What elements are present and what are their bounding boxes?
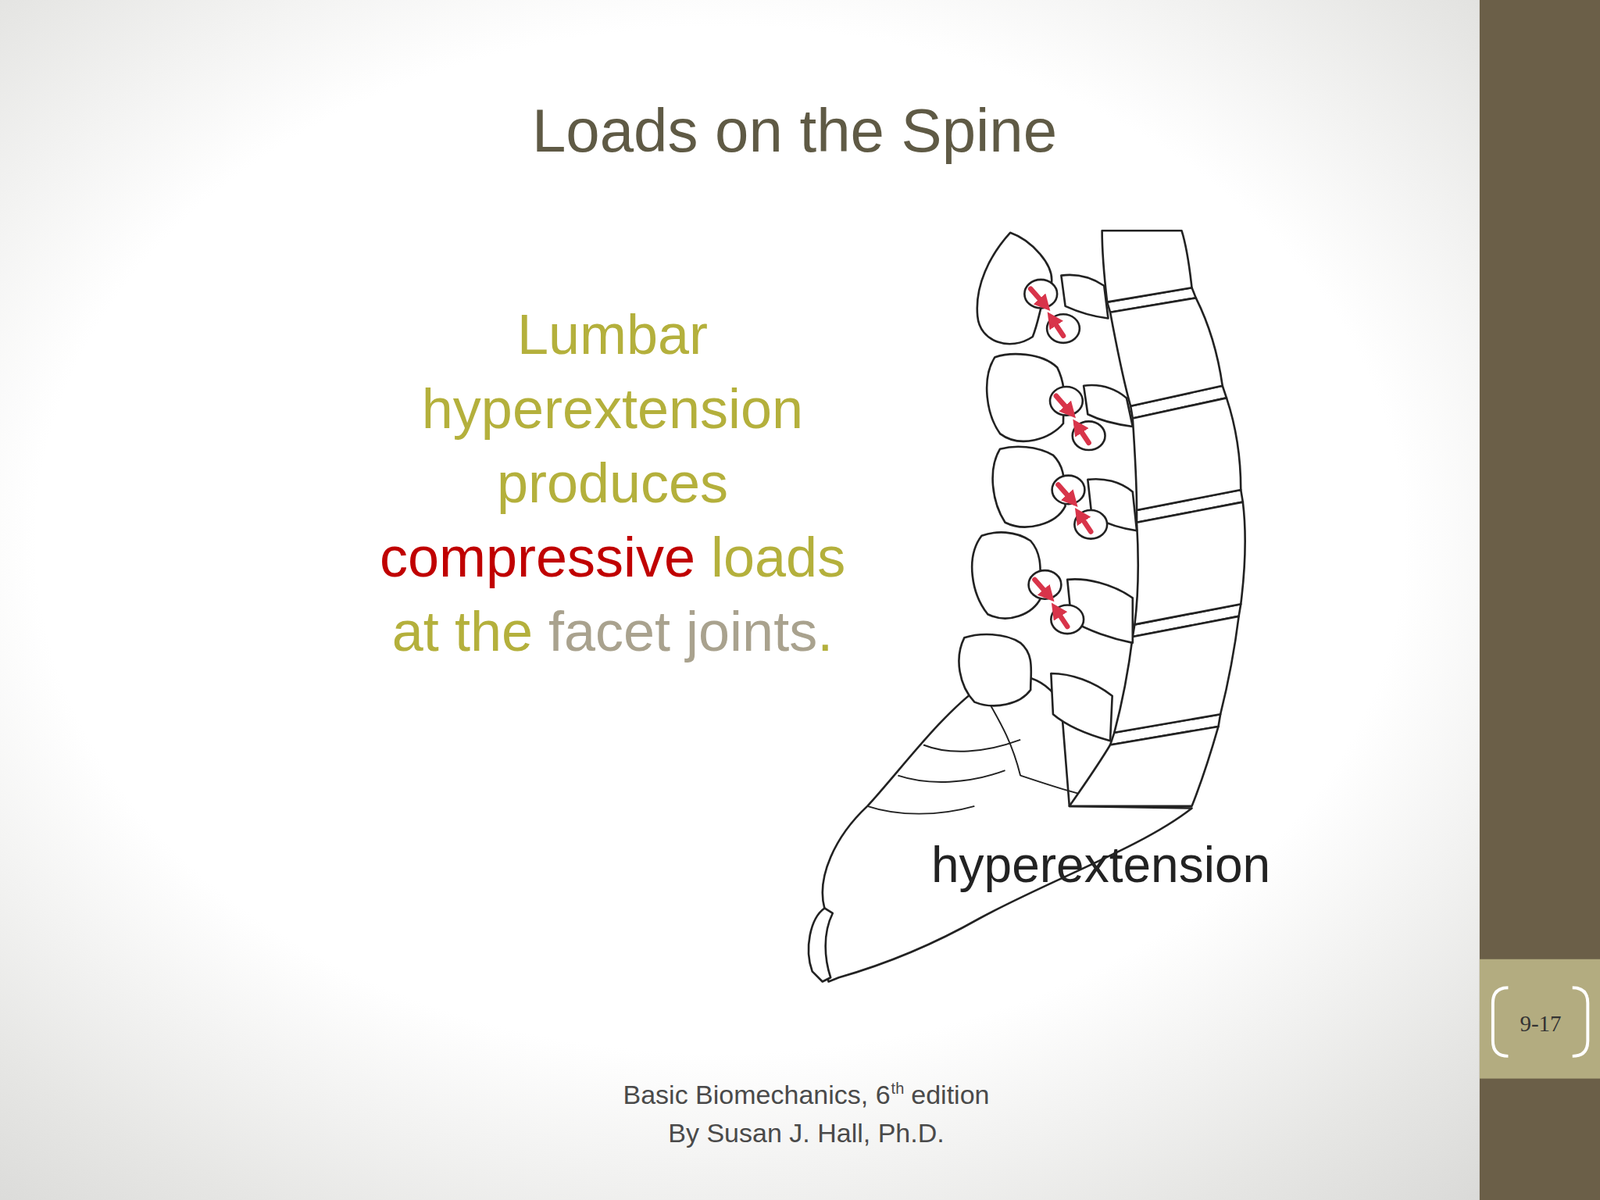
page-number: 9-17	[1519, 1009, 1561, 1038]
compression-arrow	[1076, 424, 1090, 443]
statement-text: Lumbar	[517, 297, 708, 372]
compression-arrow	[1056, 396, 1072, 414]
articular-process	[1074, 510, 1108, 540]
text-row: Basic Biomechanics, 6thedition	[454, 1077, 1158, 1112]
source-credit: edition	[910, 1077, 990, 1112]
text-row: produces	[260, 446, 965, 521]
statement-text: hyperextension	[421, 371, 804, 447]
statement-text: compressive	[379, 520, 696, 595]
statement-text: facet joints	[548, 594, 818, 669]
articular-process	[1052, 475, 1086, 505]
pedicle	[1050, 673, 1112, 741]
pedicle	[1083, 385, 1133, 427]
vertebral-body	[1102, 230, 1193, 302]
vertebral-body	[1069, 726, 1219, 807]
vertebral-body	[1110, 297, 1223, 406]
compression-arrow	[1078, 513, 1092, 533]
text-row: hyperextension	[260, 371, 965, 447]
bracket	[1572, 987, 1589, 1057]
coccyx	[808, 907, 833, 982]
page-number-box	[1479, 959, 1600, 1079]
text-row: at thefacet joints.	[260, 594, 965, 669]
figure-label: hyperextension	[931, 835, 1271, 894]
text-row: 9-17	[1501, 1009, 1580, 1038]
text-row: Lumbar	[260, 297, 965, 372]
slide-title: Loads on the Spine	[403, 95, 1186, 166]
compression-arrows	[1030, 289, 1091, 627]
articular-process	[1050, 605, 1084, 635]
statement-text: .	[817, 594, 833, 669]
text-row: compressiveloads	[260, 520, 965, 595]
text-row: hyperextension	[931, 835, 1369, 894]
statement-text: produces	[496, 446, 729, 521]
statement-text: loads	[710, 520, 846, 595]
sidebar	[1479, 0, 1600, 1200]
source-credit: By Susan J. Hall, Ph.D.	[667, 1115, 944, 1150]
spinous-process	[958, 634, 1031, 706]
text-row: By Susan J. Hall, Ph.D.	[454, 1115, 1158, 1150]
source-credit: th	[891, 1071, 905, 1106]
statement-text: at the	[392, 594, 533, 669]
compression-arrow	[1034, 579, 1050, 597]
pedicle	[1060, 275, 1108, 319]
vertebral-body	[1132, 397, 1241, 511]
spinous-process	[971, 532, 1041, 618]
articular-process	[1050, 386, 1083, 416]
articular-process	[1046, 314, 1080, 343]
compression-arrow	[1030, 289, 1047, 307]
compression-arrow	[1055, 607, 1068, 627]
bracket	[1492, 987, 1509, 1057]
articular-process	[1024, 279, 1058, 309]
source-credit: Basic Biomechanics, 6	[623, 1077, 891, 1112]
articular-process	[1028, 570, 1062, 600]
vertebral-body	[1134, 502, 1245, 625]
articular-process	[1072, 421, 1106, 450]
compression-arrow	[1057, 484, 1074, 502]
compression-arrow	[1050, 317, 1064, 336]
